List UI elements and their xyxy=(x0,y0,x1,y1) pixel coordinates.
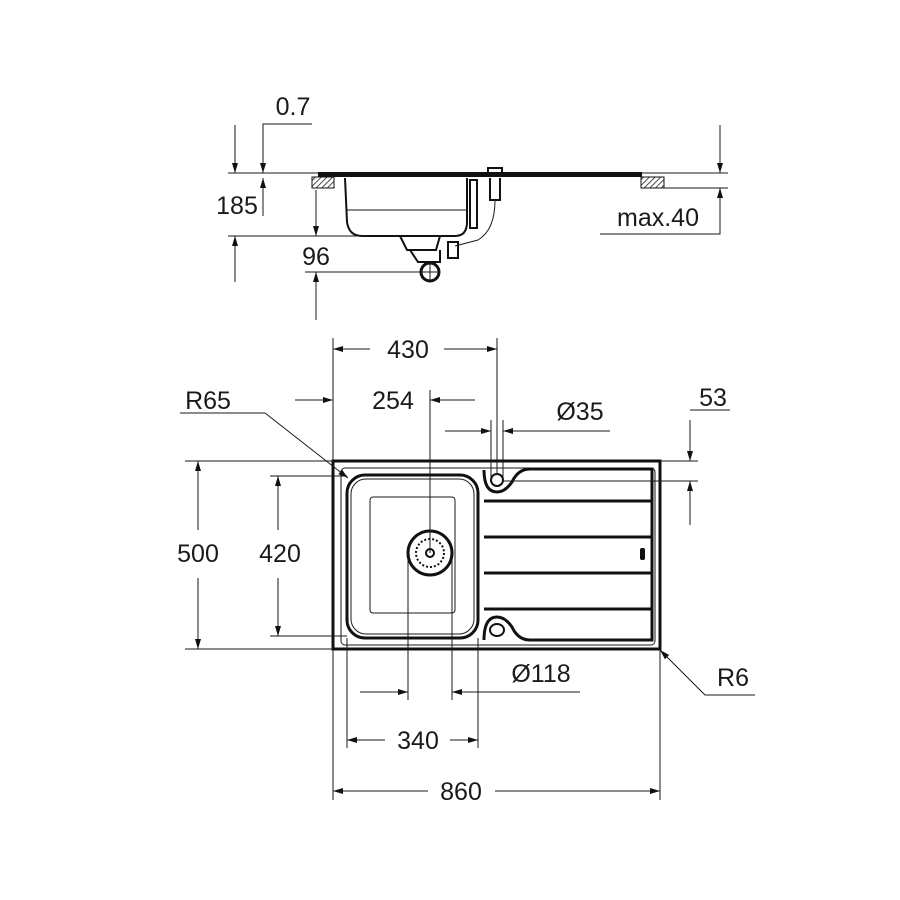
top-view: 430 254 Ø35 53 R65 500 420 xyxy=(177,336,755,806)
dim-tap-hole-label: Ø35 xyxy=(556,398,603,426)
overflow-hole xyxy=(489,623,505,637)
bowl xyxy=(345,473,480,640)
dim-tap-offset-label: 53 xyxy=(699,384,727,412)
drainboard-slot xyxy=(640,548,645,560)
drain-body xyxy=(398,235,442,251)
waste-hose xyxy=(454,199,496,247)
dim-height-label: 185 xyxy=(216,192,258,220)
dim-drain-depth-label: 96 xyxy=(302,243,330,271)
countertop-left-hatch xyxy=(311,176,335,189)
bowl-floor xyxy=(369,496,456,614)
dim-overall-width-label: 860 xyxy=(440,778,482,806)
bowl-profile xyxy=(344,177,468,237)
waste-fitting xyxy=(489,178,501,201)
sink-rim xyxy=(340,467,656,646)
dim-thickness-label: 0.7 xyxy=(276,93,311,121)
tap-hole-plug xyxy=(487,167,503,174)
drain-pipe xyxy=(409,249,441,263)
hose-connector xyxy=(447,241,459,259)
overflow-tube xyxy=(469,179,478,229)
dim-tap-distance-label: 430 xyxy=(387,336,429,364)
tap-hole xyxy=(490,473,504,487)
dim-bowl-center-label: 254 xyxy=(372,387,414,415)
dim-bowl-radius-label: R65 xyxy=(185,387,231,415)
dim-drain-diameter-label: Ø118 xyxy=(511,660,570,688)
sink-outline xyxy=(331,459,662,651)
countertop-right-hatch xyxy=(640,176,665,189)
dim-countertop-label: max.40 xyxy=(617,204,699,232)
side-view: 0.7 185 96 max.40 xyxy=(216,93,728,320)
dim-bowl-depth-label: 420 xyxy=(259,540,301,568)
dim-bowl-width-label: 340 xyxy=(397,727,439,755)
sink-plate xyxy=(318,172,642,177)
drainboard xyxy=(482,467,654,642)
dim-overall-depth-label: 500 xyxy=(177,540,219,568)
dim-outer-radius-label: R6 xyxy=(717,664,749,692)
dim-thickness-leader xyxy=(260,123,312,173)
